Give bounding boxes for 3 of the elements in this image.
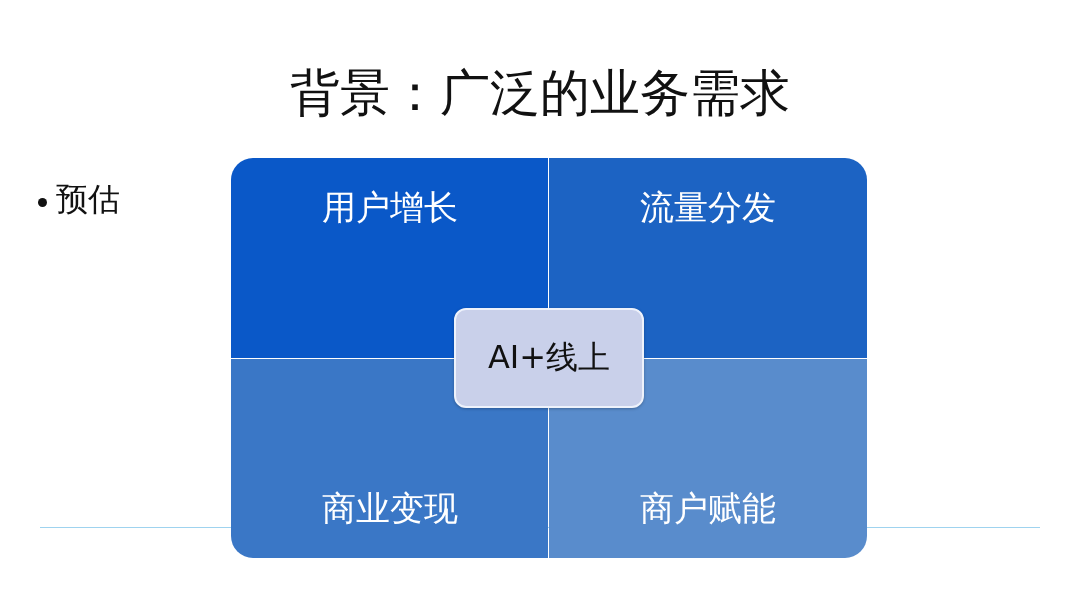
slide-title: 背景：广泛的业务需求 (289, 63, 791, 124)
center-box: AI+线上 (454, 308, 644, 408)
bullet-text: 预估 (56, 179, 120, 220)
